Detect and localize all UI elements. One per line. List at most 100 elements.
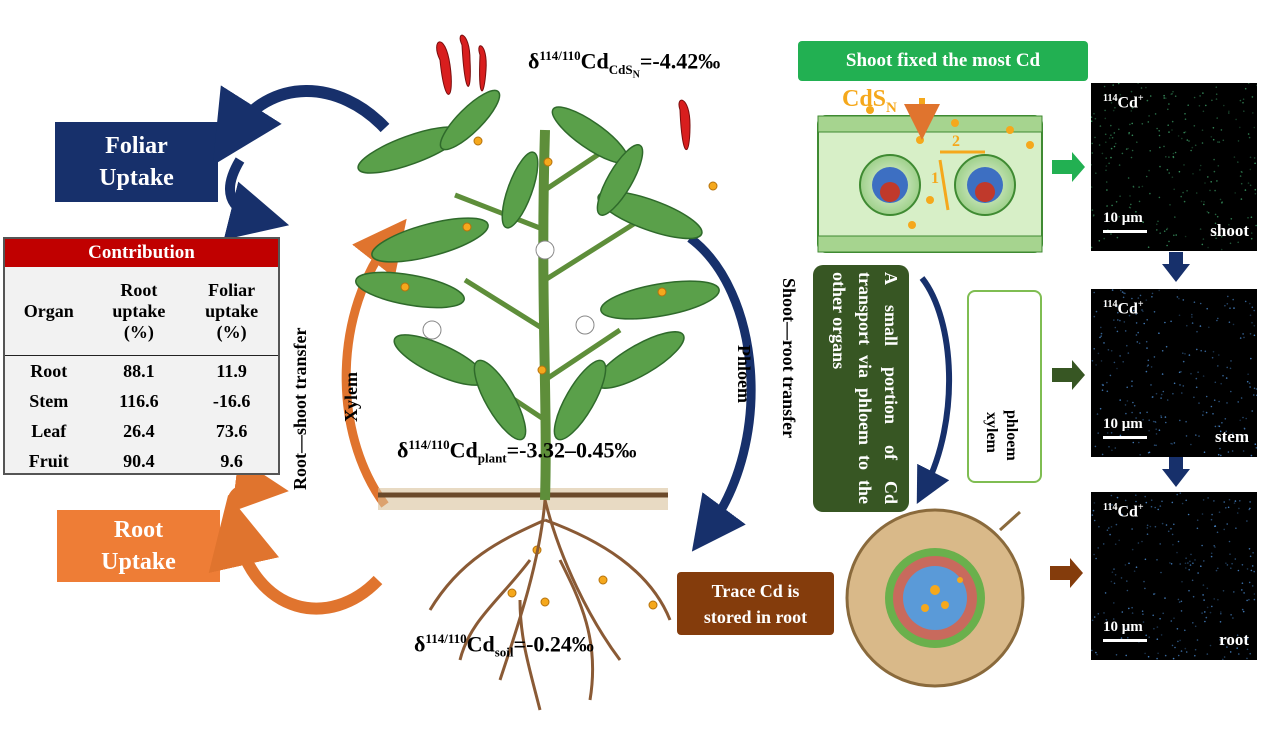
speckle bbox=[1171, 93, 1173, 95]
speckle bbox=[1243, 592, 1245, 594]
speckle bbox=[1239, 175, 1242, 177]
speckle bbox=[1203, 451, 1206, 453]
speckle bbox=[1180, 610, 1183, 612]
speckle bbox=[1091, 152, 1094, 154]
speckle bbox=[1170, 320, 1172, 323]
speckle bbox=[1217, 453, 1220, 456]
speckle bbox=[1111, 449, 1113, 452]
speckle bbox=[1253, 324, 1256, 327]
speckle bbox=[1118, 215, 1120, 218]
speckle bbox=[1171, 501, 1174, 504]
speckle bbox=[1206, 587, 1209, 590]
speckle bbox=[1119, 94, 1122, 96]
speckle bbox=[1099, 125, 1102, 127]
speckle bbox=[1101, 389, 1104, 391]
speckle bbox=[1156, 229, 1158, 231]
speckle bbox=[1114, 326, 1117, 329]
speckle bbox=[1097, 613, 1100, 615]
speckle bbox=[1164, 597, 1166, 599]
speckle bbox=[1182, 360, 1185, 363]
speckle bbox=[1192, 562, 1194, 564]
speckle bbox=[1113, 145, 1116, 148]
speckle bbox=[1130, 90, 1133, 93]
speckle bbox=[1127, 636, 1129, 639]
speckle bbox=[1246, 568, 1249, 570]
speckle bbox=[1138, 441, 1140, 444]
speckle bbox=[1251, 306, 1254, 309]
speckle bbox=[1109, 533, 1111, 536]
speckle bbox=[1121, 611, 1124, 613]
speckle bbox=[1220, 235, 1223, 238]
cell-foliar: 9.6 bbox=[220, 450, 243, 471]
speckle bbox=[1232, 323, 1235, 326]
speckle bbox=[1135, 211, 1137, 213]
speckle bbox=[1242, 610, 1245, 613]
speckle bbox=[1105, 169, 1107, 172]
speckle bbox=[1103, 612, 1105, 614]
speckle bbox=[1149, 192, 1151, 195]
speckle bbox=[1113, 602, 1115, 604]
speckle bbox=[1247, 133, 1250, 135]
speckle bbox=[1252, 552, 1254, 554]
speckle bbox=[1145, 370, 1148, 373]
speckle bbox=[1125, 627, 1128, 630]
speckle bbox=[1179, 419, 1181, 422]
xylem-column-label: xylem bbox=[983, 412, 1000, 453]
speckle bbox=[1242, 416, 1244, 419]
root-cross-section bbox=[845, 508, 1025, 688]
speckle bbox=[1193, 125, 1196, 127]
speckle bbox=[1140, 87, 1143, 89]
speckle bbox=[1204, 182, 1206, 184]
speckle bbox=[1149, 95, 1152, 97]
speckle bbox=[1249, 302, 1251, 305]
speckle bbox=[1249, 501, 1251, 503]
speckle bbox=[1178, 314, 1181, 317]
speckle bbox=[1179, 639, 1181, 642]
header-foliar-l1: Foliar bbox=[208, 279, 256, 300]
speckle bbox=[1128, 206, 1131, 209]
speckle bbox=[1210, 518, 1213, 521]
speckle bbox=[1093, 502, 1096, 504]
speckle bbox=[1124, 330, 1127, 332]
speckle bbox=[1215, 98, 1218, 100]
cell-root: 116.6 bbox=[119, 390, 159, 411]
speckle bbox=[1111, 204, 1113, 207]
speckle bbox=[1229, 242, 1232, 245]
ion-mass: 114 bbox=[1103, 299, 1118, 310]
speckle bbox=[1189, 560, 1191, 563]
speckle bbox=[1207, 497, 1209, 499]
speckle bbox=[1194, 625, 1197, 628]
speckle bbox=[1159, 146, 1161, 149]
phloem-arrow bbox=[687, 234, 756, 552]
isotope-sup: 114/110 bbox=[539, 48, 581, 63]
speckle bbox=[1137, 83, 1139, 84]
speckle bbox=[1093, 553, 1095, 556]
xylem-label: Xylem bbox=[341, 372, 361, 422]
speckle bbox=[1250, 232, 1253, 234]
speckle bbox=[1253, 334, 1256, 337]
speckle bbox=[1237, 161, 1239, 163]
speckle bbox=[1174, 646, 1176, 649]
speckle bbox=[1159, 617, 1161, 620]
speckle bbox=[1152, 420, 1155, 423]
isotope-cdsn: δ114/110CdCdSN=-4.42‰ bbox=[528, 48, 720, 80]
speckle bbox=[1177, 640, 1179, 643]
scale-bar bbox=[1103, 436, 1147, 439]
speckle bbox=[1246, 648, 1249, 651]
speckle bbox=[1205, 395, 1208, 398]
speckle bbox=[1132, 401, 1134, 404]
speckle bbox=[1215, 237, 1217, 240]
speckle bbox=[1217, 567, 1219, 570]
speckle bbox=[1242, 101, 1244, 104]
speckle bbox=[1220, 611, 1222, 613]
speckle bbox=[1194, 648, 1197, 651]
speckle bbox=[1138, 186, 1140, 188]
speckle bbox=[1225, 377, 1228, 379]
speckle bbox=[1179, 384, 1181, 386]
speckle bbox=[1220, 382, 1222, 385]
speckle bbox=[1119, 195, 1121, 197]
speckle bbox=[1250, 237, 1253, 240]
speckle bbox=[1239, 126, 1241, 129]
speckle bbox=[1253, 598, 1256, 601]
speckle bbox=[1211, 99, 1213, 102]
